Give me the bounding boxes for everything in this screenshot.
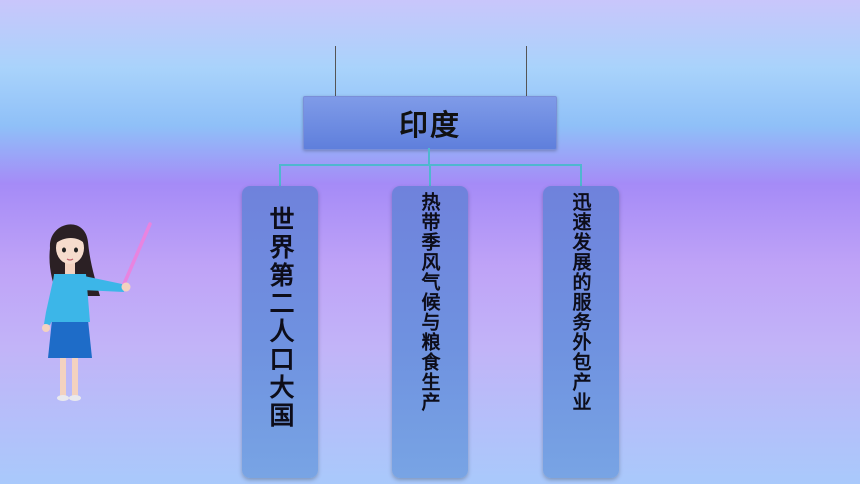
topic-card-label: 热带季风气候与粮食生产 <box>418 192 441 412</box>
topic-card-outsourcing: 迅速发展的服务外包产业 <box>543 186 619 478</box>
title-box: 印度 <box>303 96 557 150</box>
topic-card-label: 迅速发展的服务外包产业 <box>569 192 592 412</box>
teacher-with-pointer-icon <box>42 222 152 401</box>
topic-card-label: 世界第二人口大国 <box>266 206 295 430</box>
hanging-wire-right <box>526 46 527 104</box>
connector-drop-2 <box>429 164 431 186</box>
topic-card-climate: 热带季风气候与粮食生产 <box>392 186 468 478</box>
hanging-wire-left <box>335 46 336 104</box>
topic-card-population: 世界第二人口大国 <box>242 186 318 478</box>
connector-stem <box>428 148 430 165</box>
connector-drop-1 <box>279 164 281 186</box>
page-title: 印度 <box>398 108 461 142</box>
connector-drop-3 <box>580 164 582 186</box>
